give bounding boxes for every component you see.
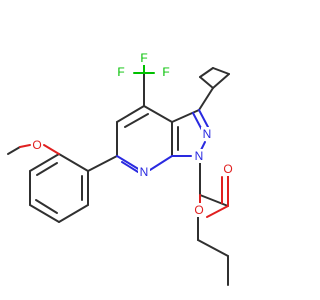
bond-to-nitrogen (192, 112, 203, 131)
bond (58, 153, 89, 172)
bond (29, 204, 60, 223)
fluorine-atom: F (160, 65, 172, 79)
atom-label: F (140, 51, 147, 65)
nitrogen-atom: N (192, 149, 206, 163)
bond (212, 67, 230, 75)
molecule-structure: F F F O N N N O (7, 51, 234, 286)
oxygen-atom: O (222, 162, 234, 176)
atom-label: N (195, 149, 204, 163)
fluorine-atom: F (138, 51, 150, 65)
atom-label: N (203, 127, 212, 141)
atom-label: O (32, 138, 41, 152)
atom-label: O (194, 203, 203, 217)
bond (36, 162, 58, 176)
bond (7, 146, 21, 155)
bond-to-nitrogen (121, 161, 139, 173)
bond (212, 73, 230, 89)
atom-label-layer: F F F O N N N O (31, 51, 234, 217)
bond (29, 153, 60, 172)
atom-label: O (223, 162, 232, 176)
atom-label: F (162, 65, 169, 79)
bond (171, 109, 200, 123)
bond (124, 113, 149, 128)
bond-to-nitrogen (198, 109, 209, 128)
bond (199, 194, 229, 207)
bond-to-nitrogen (116, 155, 141, 171)
bond-to-oxygen (43, 144, 60, 155)
bond-to-nitrogen (149, 155, 173, 171)
bond (199, 67, 214, 78)
bond (35, 199, 58, 214)
oxygen-atom: O (193, 203, 205, 217)
bond (197, 239, 229, 257)
bond (116, 105, 145, 123)
atom-label: N (140, 165, 149, 179)
bond-to-oxygen (206, 205, 229, 218)
hetero-bond-layer (19, 63, 229, 218)
bond (87, 155, 118, 172)
nitrogen-atom: N (138, 165, 150, 179)
bond (198, 87, 214, 111)
atom-label: F (117, 65, 124, 79)
bond (199, 76, 214, 89)
bond (58, 204, 89, 223)
oxygen-atom: O (31, 138, 43, 152)
bond-to-oxygen (19, 144, 31, 148)
bond (143, 105, 173, 123)
bond-layer (7, 67, 230, 286)
fluorine-atom: F (115, 65, 127, 79)
nitrogen-atom: N (201, 127, 213, 141)
